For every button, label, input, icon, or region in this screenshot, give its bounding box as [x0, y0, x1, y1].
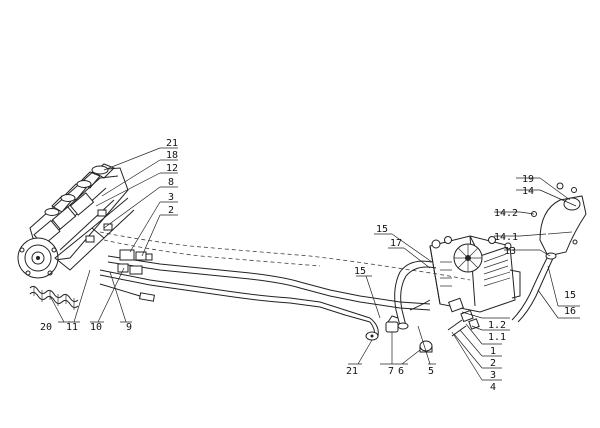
callout-7: 7	[388, 366, 394, 377]
left-pump-assembly	[17, 163, 135, 279]
callout-15-a: 15	[376, 224, 388, 235]
callout-3-right: 3	[490, 370, 496, 381]
callout-14-1: 14.1	[494, 232, 518, 243]
callout-1-1: 1.1	[488, 332, 506, 343]
hydraulic-lines	[99, 231, 471, 337]
callout-16: 16	[564, 306, 576, 317]
callout-11: 11	[66, 322, 78, 333]
callout-21-bottom: 21	[346, 366, 358, 377]
right-valve-assembly	[394, 235, 521, 337]
callout-2-right: 2	[490, 358, 496, 369]
callout-labels: 21 18 12 8 3 2 20 11 10 9 15 17 15 21 7 …	[40, 138, 576, 393]
callout-12: 12	[166, 163, 178, 174]
callout-20: 20	[40, 322, 52, 333]
callout-1-2: 1.2	[488, 320, 506, 331]
callout-5: 5	[428, 366, 434, 377]
callout-1: 1	[490, 346, 496, 357]
callout-15-c: 15	[564, 290, 576, 301]
reservoir-assembly	[511, 182, 587, 323]
callout-9: 9	[126, 322, 132, 333]
callout-14-2: 14.2	[494, 208, 518, 219]
callout-21-top: 21	[166, 138, 178, 149]
callout-19: 19	[522, 174, 534, 185]
callout-18: 18	[166, 150, 178, 161]
callout-2-left: 2	[168, 205, 174, 216]
leader-lines	[49, 147, 580, 381]
callout-15-b: 15	[354, 266, 366, 277]
callout-6: 6	[398, 366, 404, 377]
callout-14: 14	[522, 186, 534, 197]
callout-3-left: 3	[168, 192, 174, 203]
callout-8: 8	[168, 177, 174, 188]
spring-part	[29, 285, 79, 310]
callout-13: 13	[504, 246, 516, 257]
callout-4: 4	[490, 382, 496, 393]
callout-10: 10	[90, 322, 102, 333]
callout-17: 17	[390, 238, 402, 249]
